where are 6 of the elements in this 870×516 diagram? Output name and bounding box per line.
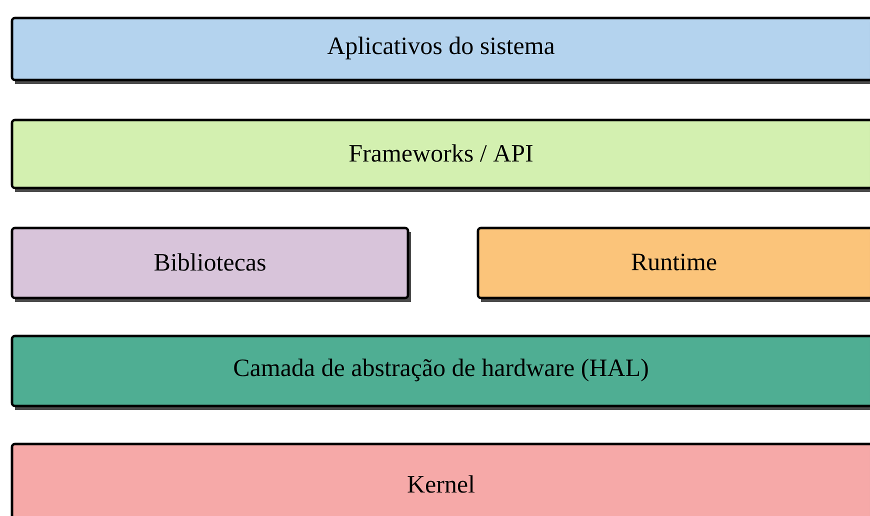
layer-box: Bibliotecas bbox=[10, 226, 411, 302]
layer-box: Frameworks / API bbox=[10, 118, 870, 192]
layer-box: Camada de abstração de hardware (HAL) bbox=[10, 334, 870, 410]
layer-box: Runtime bbox=[476, 226, 870, 302]
layer-box: Aplicativos do sistema bbox=[10, 16, 870, 84]
layer-box: Kernel bbox=[10, 442, 870, 516]
